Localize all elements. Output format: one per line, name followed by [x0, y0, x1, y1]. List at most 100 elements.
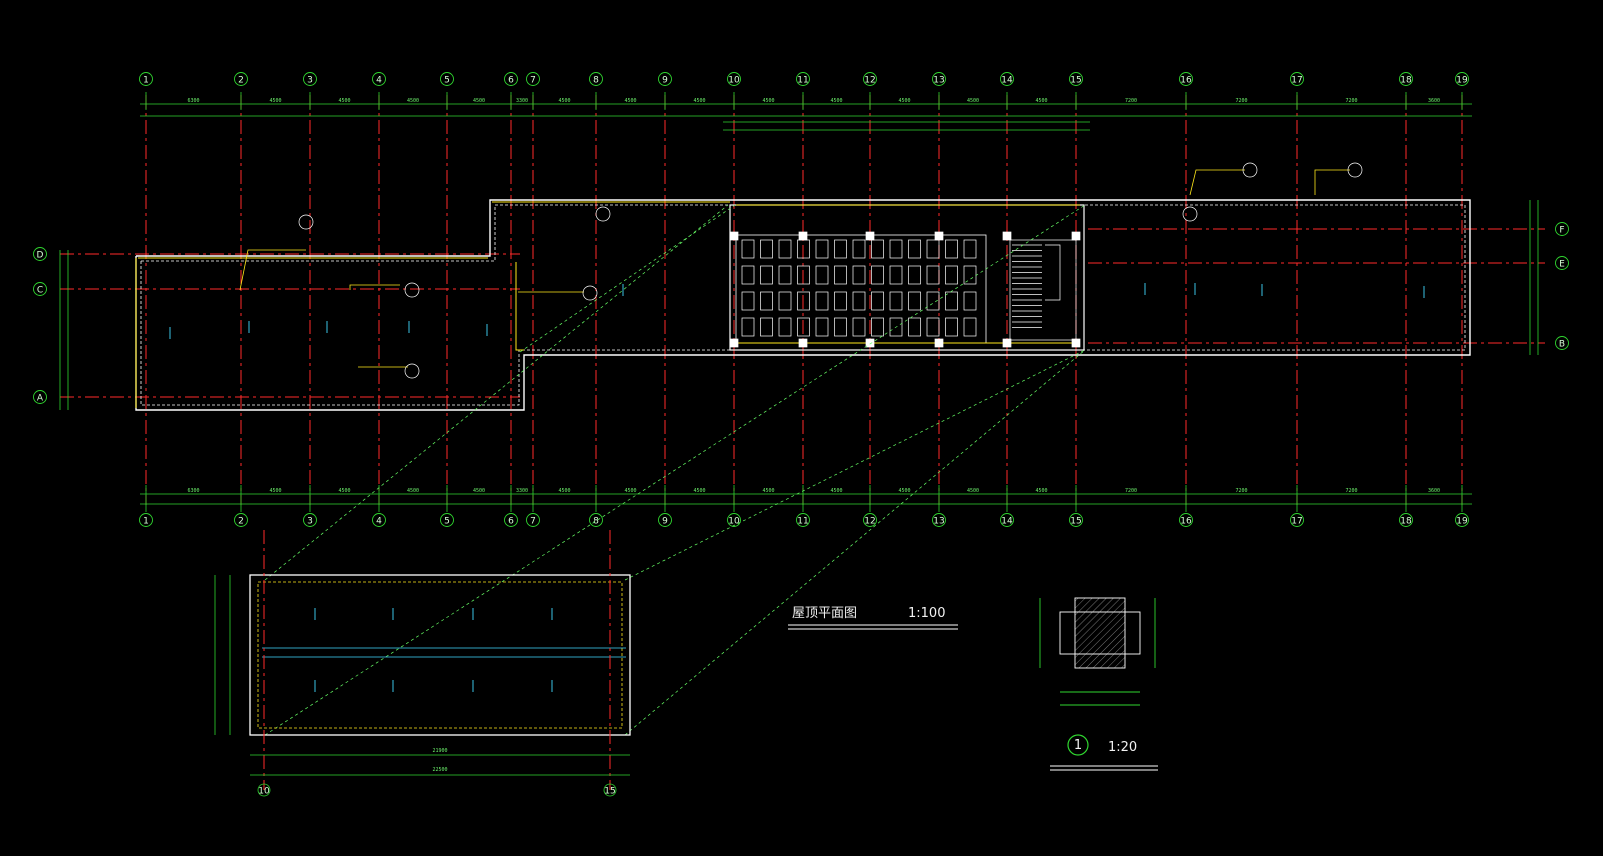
axis-bubble-top[interactable]: [589, 72, 603, 86]
axis-bubble-top[interactable]: [234, 72, 248, 86]
projection-lines: [264, 204, 1086, 736]
small-plan-dim-inner: 21900: [432, 748, 447, 754]
axis-label-left: D: [37, 251, 44, 261]
axis-label-bottom: 9: [662, 517, 668, 527]
axis-bubble-top[interactable]: [932, 72, 946, 86]
axis-bubble-top[interactable]: [139, 72, 153, 86]
desk: [834, 317, 847, 337]
axis-label-bottom: 12: [864, 517, 875, 527]
axis-bubble-bottom[interactable]: [589, 513, 603, 527]
axis-label-bottom: 4: [376, 517, 382, 527]
detail-callout: [1242, 162, 1258, 178]
desk: [926, 317, 940, 337]
axis-bubble-bottom[interactable]: [863, 513, 877, 527]
desk: [741, 265, 755, 285]
axis-bubble-bottom[interactable]: [1290, 513, 1304, 527]
axis-bubble-top[interactable]: [1179, 72, 1193, 86]
axis-label-top: 2: [238, 76, 244, 86]
axis-bubble-top[interactable]: [863, 72, 877, 86]
axis-label-bottom: 16: [1180, 517, 1192, 527]
dim-text-bottom: 3300: [516, 488, 528, 494]
axis-bubble-left[interactable]: [33, 390, 47, 404]
axis-bubble-top[interactable]: [658, 72, 672, 86]
dim-text-top: 7200: [1345, 98, 1357, 104]
axis-bubble-bottom[interactable]: [1455, 513, 1469, 527]
stair-arrow: [1045, 244, 1061, 301]
axis-bubble-right[interactable]: [1555, 336, 1569, 350]
axis-bubble-bottom[interactable]: [440, 513, 454, 527]
desk: [760, 291, 773, 311]
axis-bubble-bottom[interactable]: [139, 513, 153, 527]
detail-callout: [404, 363, 420, 379]
dim-text-top: 7200: [1125, 98, 1137, 104]
axis-bubble-bottom[interactable]: [1399, 513, 1413, 527]
axis-bubble-top[interactable]: [526, 72, 540, 86]
axis-bubble-top[interactable]: [1000, 72, 1014, 86]
axis-bubble-bottom[interactable]: [796, 513, 810, 527]
desk: [889, 265, 903, 285]
desk: [871, 317, 884, 337]
axis-bubble-bottom[interactable]: [1179, 513, 1193, 527]
desk: [926, 239, 940, 259]
axis-bubble-top[interactable]: [1069, 72, 1083, 86]
axis-bubble-top[interactable]: [1290, 72, 1304, 86]
dim-text-top: 4500: [1035, 98, 1047, 104]
dim-text-bottom: 4500: [898, 488, 910, 494]
leader-line: [239, 249, 306, 291]
axis-bubble-bottom[interactable]: [727, 513, 741, 527]
column-post: [865, 231, 875, 241]
axis-bubble-top[interactable]: [303, 72, 317, 86]
desk: [889, 317, 903, 337]
dim-text-top: 4500: [473, 98, 485, 104]
axis-bubble-bottom[interactable]: [504, 513, 518, 527]
axis-label-top: 12: [864, 76, 875, 86]
column-post: [1002, 231, 1012, 241]
small-plan-axis-15: 15: [604, 787, 615, 797]
dim-text-top: 4500: [762, 98, 774, 104]
desk: [889, 291, 903, 311]
axis-bubbles[interactable]: 1122334455667788991010111112121313141415…: [33, 72, 1569, 527]
axis-bubble-bottom[interactable]: [526, 513, 540, 527]
axis-label-bottom: 17: [1291, 517, 1302, 527]
column-post: [934, 231, 944, 241]
dim-text-bottom: 4500: [967, 488, 979, 494]
column-post: [729, 338, 739, 348]
axis-bubble-top[interactable]: [1399, 72, 1413, 86]
dim-text-bottom: 3600: [1428, 488, 1440, 494]
dimension-lines: [59, 92, 1539, 512]
axis-bubble-right[interactable]: [1555, 256, 1569, 270]
axis-label-top: 8: [593, 76, 599, 86]
desk: [815, 239, 829, 259]
axis-label-top: 9: [662, 76, 668, 86]
axis-bubble-right[interactable]: [1555, 222, 1569, 236]
axis-bubble-top[interactable]: [504, 72, 518, 86]
detail-title-block: 1 1:20: [1050, 734, 1158, 771]
axis-bubble-top[interactable]: [796, 72, 810, 86]
dim-text-top: 4500: [967, 98, 979, 104]
axis-label-bottom: 3: [307, 517, 313, 527]
stair-well: [1009, 239, 1077, 341]
axis-bubble-top[interactable]: [727, 72, 741, 86]
axis-label-right: E: [1559, 260, 1565, 270]
axis-bubble-top[interactable]: [1455, 72, 1469, 86]
axis-bubble-bottom[interactable]: [234, 513, 248, 527]
drawing-title: 屋顶平面图: [792, 606, 857, 621]
axis-bubble-bottom[interactable]: [372, 513, 386, 527]
axis-bubble-left[interactable]: [33, 282, 47, 296]
axis-bubble-top[interactable]: [440, 72, 454, 86]
desk: [908, 239, 921, 259]
desk: [834, 239, 847, 259]
axis-bubble-top[interactable]: [372, 72, 386, 86]
axis-bubble-bottom[interactable]: [1069, 513, 1083, 527]
axis-bubble-left[interactable]: [33, 247, 47, 261]
dim-text-top: 6300: [187, 98, 199, 104]
axis-label-bottom: 6: [508, 517, 514, 527]
axis-bubble-bottom[interactable]: [932, 513, 946, 527]
axis-label-top: 1: [143, 76, 149, 86]
axis-bubble-bottom[interactable]: [1000, 513, 1014, 527]
axis-bubble-bottom[interactable]: [303, 513, 317, 527]
dim-text-bottom: 7200: [1345, 488, 1357, 494]
desk: [797, 291, 810, 311]
axis-bubble-bottom[interactable]: [658, 513, 672, 527]
